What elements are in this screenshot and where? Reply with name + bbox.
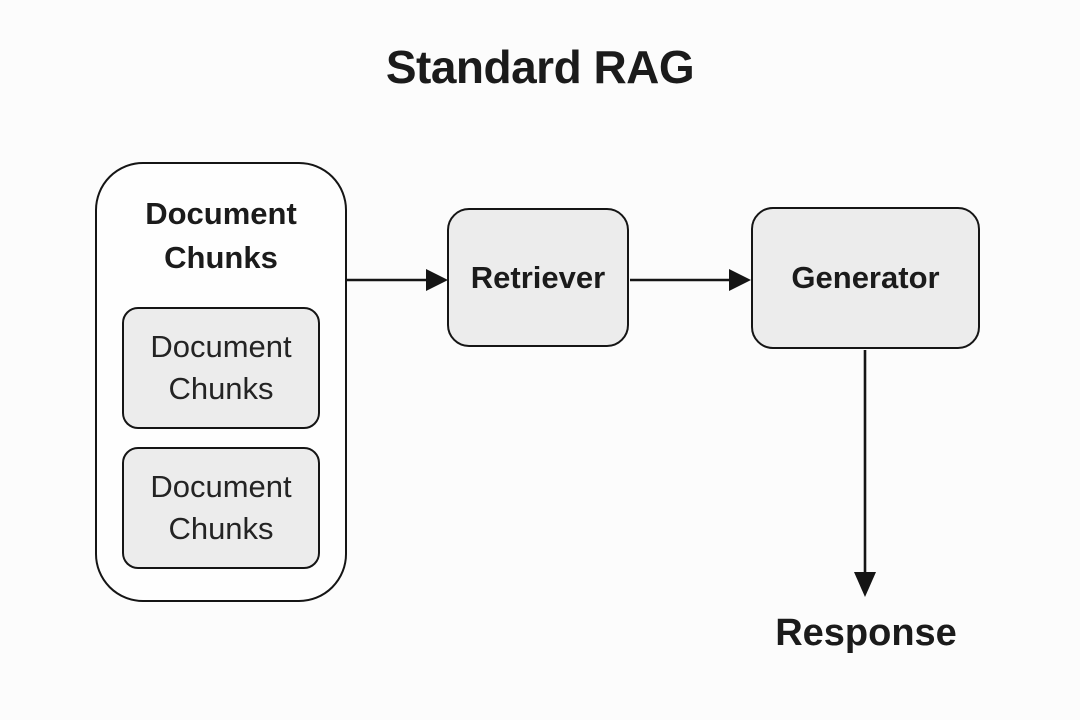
generator-node-label: Generator — [791, 260, 940, 295]
generator-node: Generator — [751, 207, 980, 349]
document-chunk-item-label: Document Chunks — [150, 329, 292, 406]
diagram-title: Standard RAG — [385, 41, 695, 93]
arrow-generator-to-response — [854, 350, 876, 597]
document-chunk-item: Document Chunks — [122, 307, 320, 429]
document-chunk-item: Document Chunks — [122, 447, 320, 569]
document-chunks-container: Document Chunks Document Chunks Document… — [95, 162, 347, 602]
retriever-node-label: Retriever — [470, 259, 606, 295]
document-chunks-container-label: Document Chunks — [145, 196, 297, 275]
document-chunk-item-label: Document Chunks — [150, 469, 292, 546]
retriever-node: Retriever — [447, 208, 629, 347]
arrow-retriever-to-generator — [630, 269, 751, 291]
response-label: Response — [775, 612, 957, 654]
arrow-chunks-to-retriever — [347, 269, 448, 291]
